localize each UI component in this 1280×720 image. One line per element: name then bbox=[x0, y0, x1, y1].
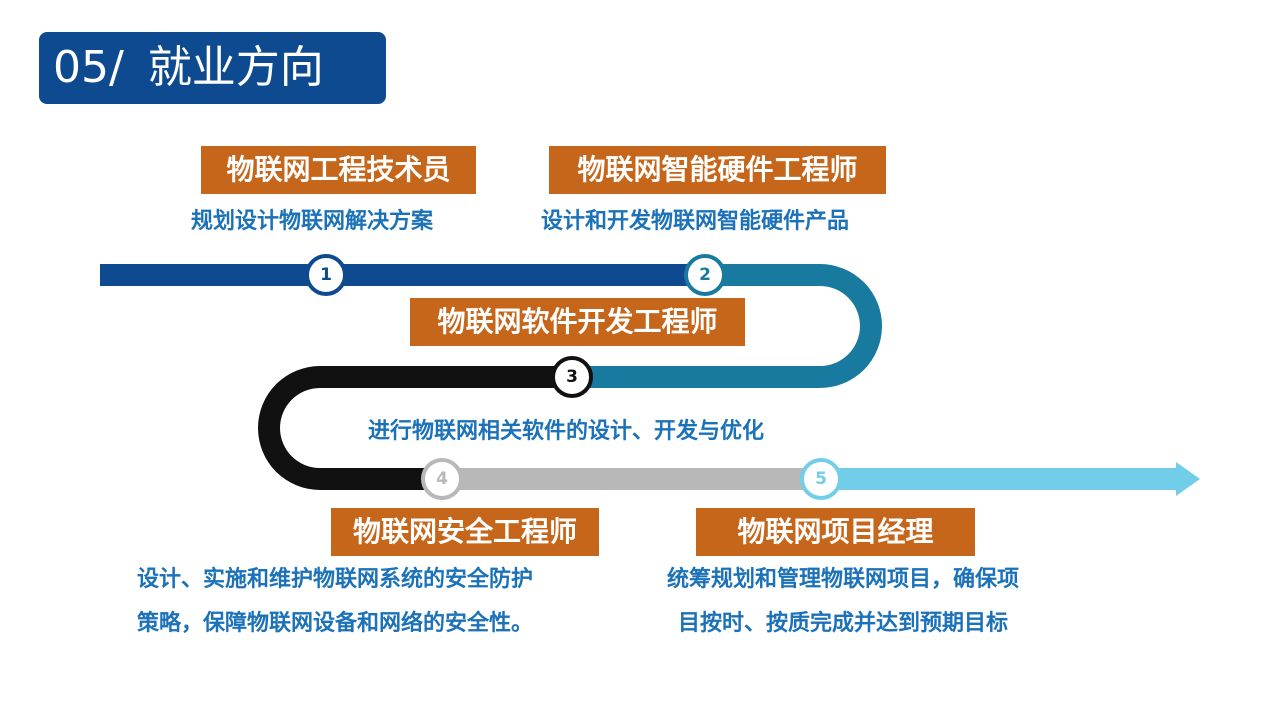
step-2-title: 物联网智能硬件工程师 bbox=[549, 146, 886, 194]
step-1-node: 1 bbox=[305, 254, 347, 296]
section-number: 05/ bbox=[53, 42, 124, 93]
step-4-node: 4 bbox=[421, 458, 463, 500]
step-1-desc: 规划设计物联网解决方案 bbox=[191, 209, 434, 234]
step-4-desc-line-1: 设计、实施和维护物联网系统的安全防护 bbox=[137, 567, 534, 592]
step-5-title: 物联网项目经理 bbox=[696, 508, 975, 556]
step-2-node: 2 bbox=[684, 254, 726, 296]
path-segment-1 bbox=[100, 264, 706, 286]
path-segment-4 bbox=[442, 468, 822, 490]
step-3-node: 3 bbox=[551, 356, 593, 398]
path-segment-3 bbox=[258, 366, 572, 490]
step-5-desc: 统筹规划和管理物联网项目，确保项 目按时、按质完成并达到预期目标 bbox=[667, 558, 1019, 646]
step-1-title: 物联网工程技术员 bbox=[201, 146, 476, 194]
page-title: 05/就业方向 bbox=[39, 32, 386, 104]
step-4-title: 物联网安全工程师 bbox=[331, 508, 599, 556]
step-3-title: 物联网软件开发工程师 bbox=[410, 298, 745, 346]
step-4-desc-line-2: 策略，保障物联网设备和网络的安全性。 bbox=[137, 611, 534, 636]
section-title: 就业方向 bbox=[147, 42, 324, 93]
step-2-desc: 设计和开发物联网智能硬件产品 bbox=[541, 209, 850, 234]
path-segment-2 bbox=[572, 264, 882, 388]
path-segment-5 bbox=[822, 468, 1176, 490]
step-5-desc-line-1: 统筹规划和管理物联网项目，确保项 bbox=[667, 567, 1020, 592]
step-5-node: 5 bbox=[800, 458, 842, 500]
step-3-desc: 进行物联网相关软件的设计、开发与优化 bbox=[368, 419, 765, 444]
step-5-desc-line-2: 目按时、按质完成并达到预期目标 bbox=[678, 611, 1009, 636]
arrow-head bbox=[1176, 462, 1200, 496]
step-4-desc: 设计、实施和维护物联网系统的安全防护 策略，保障物联网设备和网络的安全性。 bbox=[137, 558, 533, 646]
